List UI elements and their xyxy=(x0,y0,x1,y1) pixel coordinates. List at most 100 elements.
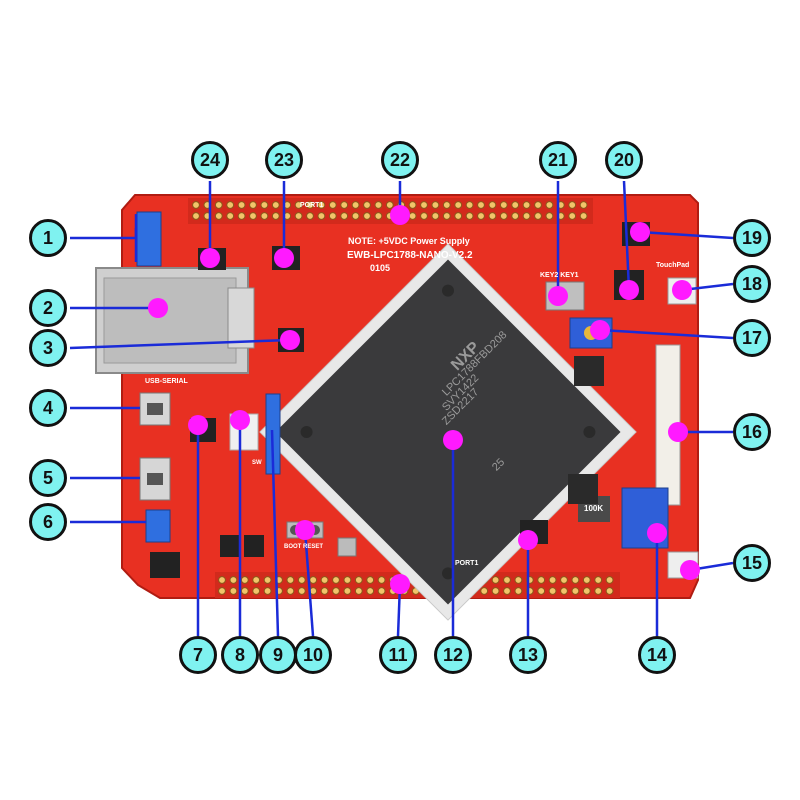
header-pin xyxy=(286,587,295,595)
callout-18: 18 xyxy=(733,265,771,303)
callout-23: 23 xyxy=(265,141,303,179)
header-pin xyxy=(408,212,417,220)
header-pin xyxy=(499,201,508,209)
header-pin xyxy=(545,212,554,220)
header-pin xyxy=(491,587,500,595)
header-pin xyxy=(488,201,497,209)
header-pin xyxy=(343,576,352,584)
header-pin xyxy=(354,587,363,595)
header-pin xyxy=(431,212,440,220)
header-pin xyxy=(605,576,614,584)
callout-19: 19 xyxy=(733,219,771,257)
header-pin xyxy=(537,587,546,595)
header-pin xyxy=(218,576,226,584)
marker-16 xyxy=(668,422,688,442)
leader-line-3 xyxy=(69,338,291,350)
markers xyxy=(148,205,700,594)
callout-4: 4 xyxy=(29,389,67,427)
leader-line-1 xyxy=(70,228,138,240)
callout-24: 24 xyxy=(191,141,229,179)
header-pin xyxy=(229,576,238,584)
header-pin xyxy=(271,201,280,209)
marker-3 xyxy=(280,330,300,350)
header-pin xyxy=(306,201,314,209)
header-pin xyxy=(229,587,238,595)
header-pin xyxy=(328,201,337,209)
header-pin xyxy=(237,201,246,209)
header-pin xyxy=(260,212,269,220)
header-pin xyxy=(431,201,440,209)
header-pin xyxy=(522,201,531,209)
header-pin xyxy=(579,212,588,220)
header-pin xyxy=(320,587,329,595)
header-pin xyxy=(454,201,463,209)
header-pin xyxy=(332,587,340,595)
header-pin xyxy=(263,587,272,595)
callout-8: 8 xyxy=(221,636,259,674)
header-pin xyxy=(351,201,360,209)
jtag-connector xyxy=(136,211,162,267)
header-pin xyxy=(420,201,428,209)
port-bottom-label: PORT1 xyxy=(455,560,479,567)
header-pin xyxy=(477,201,485,209)
header-pin xyxy=(534,212,542,220)
header-pin xyxy=(442,201,451,209)
note-label: NOTE: +5VDC Power Supply xyxy=(348,236,470,246)
header-pin xyxy=(226,212,235,220)
header-pin xyxy=(192,201,200,209)
header-pin xyxy=(511,201,520,209)
header-pin xyxy=(249,201,257,209)
header-pin xyxy=(317,212,326,220)
header-pin xyxy=(351,212,360,220)
header-pin xyxy=(363,212,371,220)
header-pin xyxy=(594,576,603,584)
leader-lines xyxy=(69,180,734,637)
header-pin xyxy=(488,212,497,220)
header-pin xyxy=(354,576,363,584)
header-pin xyxy=(545,201,554,209)
header-pin xyxy=(385,201,394,209)
header-pin xyxy=(465,201,474,209)
marker-12 xyxy=(443,430,463,450)
header-pin xyxy=(340,212,349,220)
header-pin xyxy=(297,587,306,595)
marker-13 xyxy=(518,530,538,550)
header-pin xyxy=(226,201,235,209)
header-pin xyxy=(320,576,329,584)
header-pin xyxy=(465,212,474,220)
header-pin xyxy=(317,201,326,209)
callout-9: 9 xyxy=(259,636,297,674)
header-pin xyxy=(271,212,280,220)
header-pin xyxy=(548,587,557,595)
leader-line-19 xyxy=(639,230,734,240)
header-pin xyxy=(499,212,508,220)
header-pin xyxy=(297,576,306,584)
header-pin xyxy=(560,576,568,584)
header-pin xyxy=(340,201,349,209)
callout-2: 2 xyxy=(29,289,67,327)
callout-5: 5 xyxy=(29,459,67,497)
header-pin xyxy=(377,576,386,584)
header-pin xyxy=(252,587,261,595)
header-pin xyxy=(534,201,542,209)
marker-15 xyxy=(680,560,700,580)
header-pin xyxy=(420,212,428,220)
date-code-label: 0105 xyxy=(370,263,391,273)
header-pin xyxy=(286,576,295,584)
callout-10: 10 xyxy=(294,636,332,674)
header-pin xyxy=(377,587,386,595)
header-pin xyxy=(374,212,383,220)
callout-12: 12 xyxy=(434,636,472,674)
header-pin xyxy=(328,212,337,220)
board-name-label: EWB-LPC1788-NANO-V2.2 xyxy=(347,250,473,261)
callout-15: 15 xyxy=(733,544,771,582)
header-pin xyxy=(366,576,375,584)
header-pin xyxy=(594,587,603,595)
marker-23 xyxy=(274,248,294,268)
pot-value-label: 100K xyxy=(584,504,604,513)
callout-22: 22 xyxy=(381,141,419,179)
marker-10 xyxy=(295,520,315,540)
header-pin xyxy=(560,587,568,595)
